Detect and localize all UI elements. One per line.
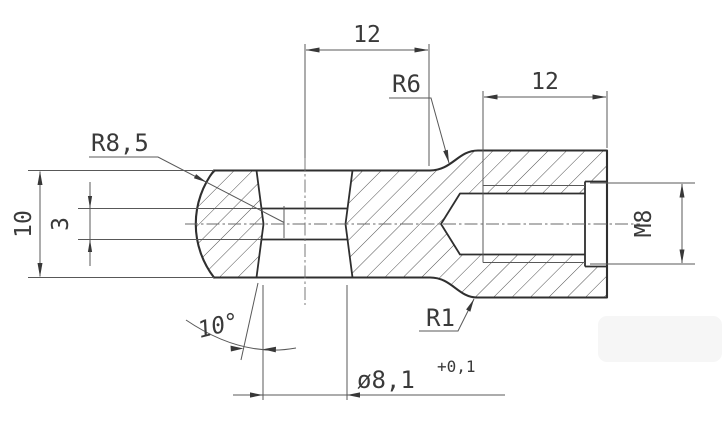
- dim-text-center-to-neck: 12: [353, 22, 381, 48]
- angle-arc: [185, 319, 297, 351]
- taper-hole-left-wall: [255, 170, 265, 278]
- arrowhead: [87, 196, 93, 209]
- label-neck-fillet-top: R6: [389, 70, 450, 164]
- dim-slot-width: 3: [48, 182, 262, 266]
- outer-profile: [212, 149, 609, 299]
- thread-major-lines: [483, 185, 585, 263]
- leader-line: [89, 156, 285, 223]
- hatch-right-body: [345, 150, 607, 298]
- background-smudge: [598, 316, 722, 362]
- taper-reference-line: [240, 282, 259, 361]
- dim-thread-m8: M8: [590, 182, 695, 265]
- arrowhead: [230, 345, 244, 352]
- dim-overall-height: 10: [11, 170, 214, 278]
- arrowhead: [347, 392, 360, 398]
- dim-taper-hole-diameter: ø8,1 +0,1: [233, 285, 505, 400]
- arrowhead: [466, 299, 474, 312]
- arrowhead: [250, 392, 263, 398]
- label-text-sphere-radius: R8,5: [91, 129, 149, 157]
- dim-text-thread-length: 12: [531, 69, 559, 95]
- label-neck-fillet-bottom: R1: [419, 298, 475, 332]
- dim-text-taper-angle: 10°: [195, 309, 242, 344]
- label-sphere-radius: R8,5: [89, 129, 285, 223]
- dim-text-overall-height: 10: [11, 210, 37, 238]
- dim-text-slot-width: 3: [48, 217, 74, 231]
- thread-bore-and-drill-point: [440, 192, 585, 256]
- arrowhead: [87, 239, 93, 252]
- arrowhead: [263, 346, 276, 353]
- dim-taper-angle: 10°: [185, 282, 297, 361]
- leader-line: [389, 97, 450, 164]
- dim-thread-length: 12: [482, 69, 608, 186]
- dim-text-hole-dia: ø8,1: [357, 366, 415, 394]
- dim-center-to-neck: 12: [304, 22, 430, 166]
- dim-text-thread: M8: [631, 210, 657, 238]
- arrowhead: [443, 149, 449, 163]
- arrowhead: [193, 174, 207, 183]
- dim-text-hole-tolerance: +0,1: [437, 357, 476, 376]
- label-text-neck-fillet-top: R6: [392, 70, 421, 98]
- label-text-neck-fillet-bottom: R1: [426, 304, 455, 332]
